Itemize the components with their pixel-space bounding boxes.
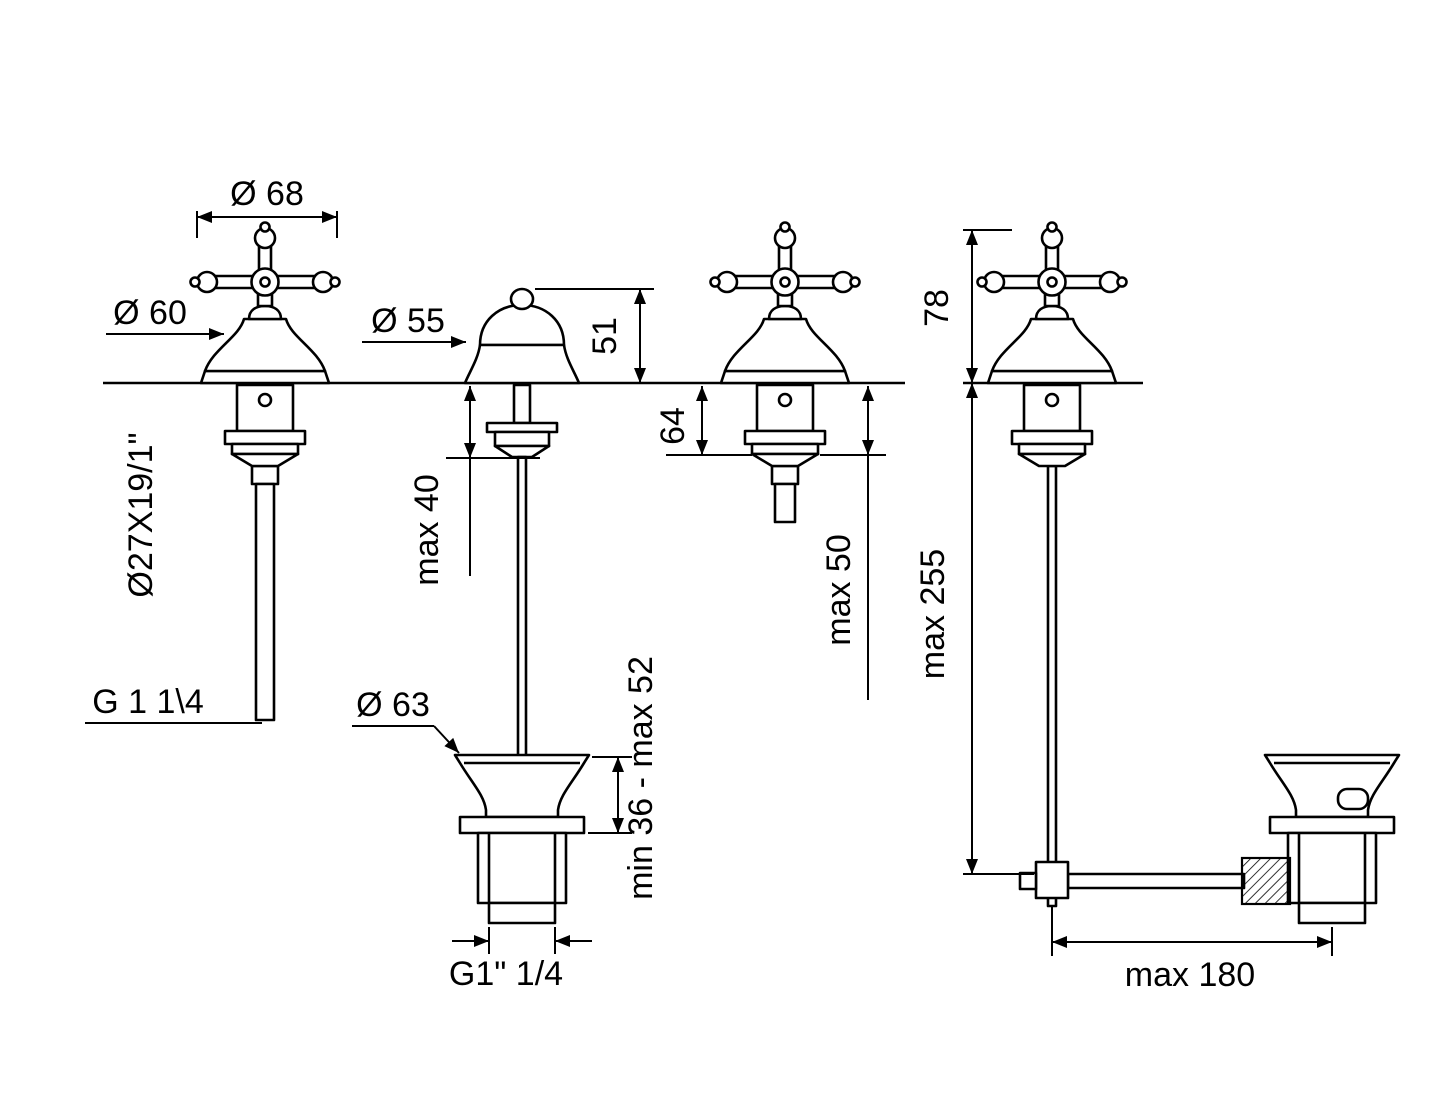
- rod-clamp: [1034, 860, 1070, 900]
- dim-label-body-diameter: Ø 60: [113, 294, 187, 332]
- dim-label-waste-diameter: Ø 63: [356, 686, 430, 724]
- dim-label-max-180: max 180: [1125, 956, 1255, 994]
- dim-label-deck-range: min 36 - max 52: [622, 656, 660, 900]
- dim-label-handle-diameter: Ø 68: [230, 175, 304, 213]
- dim-label-max-50: max 50: [820, 534, 858, 646]
- dim-label-waste-thread: G1" 1/4: [449, 955, 563, 993]
- dim-label-left-thread: Ø27X19/1": [122, 432, 160, 597]
- dim-label-plug-height: 51: [586, 317, 624, 355]
- popup-plug: [463, 287, 581, 759]
- lever-rod: [1066, 872, 1246, 890]
- dimension-lines: [85, 211, 1333, 956]
- tap-side: [709, 221, 861, 524]
- dimension-labels: Ø 68 Ø 60 Ø27X19/1" G 1 1\4 Ø 55 51 max …: [92, 175, 1255, 994]
- dim-label-plug-diameter: Ø 55: [371, 302, 445, 340]
- dim-label-max-255: max 255: [914, 549, 952, 679]
- waste-middle: [453, 753, 591, 925]
- dim-label-left-connection: G 1 1\4: [92, 683, 204, 721]
- dim-label-max-40: max 40: [408, 474, 446, 586]
- tap-left: [189, 221, 341, 722]
- dim-label-body-depth: 64: [654, 407, 692, 445]
- overflow-slot: [1336, 787, 1370, 811]
- tap-assembly: [976, 221, 1401, 925]
- dim-label-handle-height: 78: [918, 289, 956, 327]
- ball-joint: [1240, 856, 1292, 906]
